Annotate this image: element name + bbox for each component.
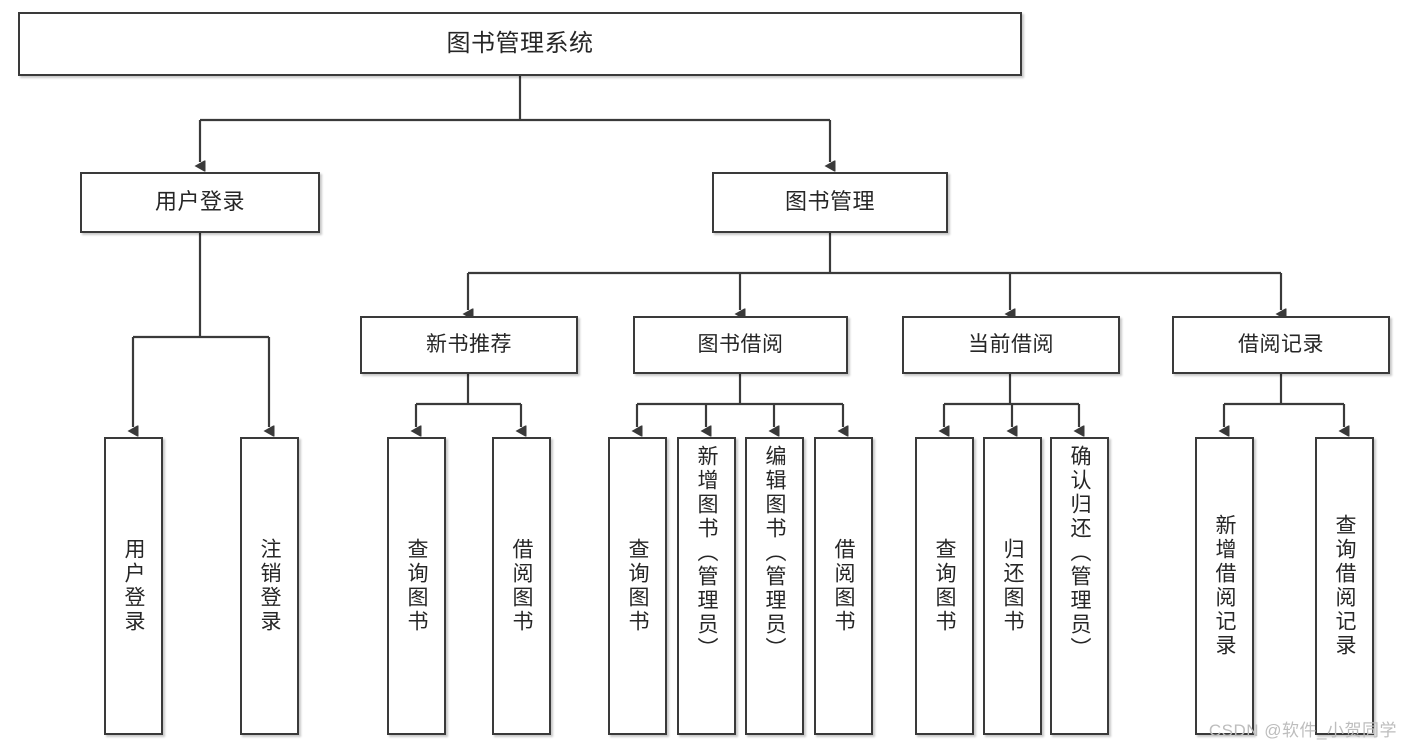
node-book-borrow[interactable]: 图书借阅 [633,316,848,374]
node-label: 查询图书 [626,538,649,634]
node-root-book-management-system[interactable]: 图书管理系统 [18,12,1022,76]
node-label: 新书推荐 [426,333,512,357]
node-leaf-user-logout[interactable]: 注销登录 [240,437,299,735]
node-label: 图书管理 [784,189,875,215]
node-label: 借阅记录 [1238,333,1324,357]
node-current-borrow[interactable]: 当前借阅 [902,316,1120,374]
node-label: 图书借阅 [697,333,784,357]
node-label: 查询图书 [933,538,956,634]
node-new-book-recommend[interactable]: 新书推荐 [360,316,578,374]
node-label: 用户登录 [122,538,145,634]
node-label: 新增图书（管理员） [695,445,718,661]
node-leaf-query-book-borrow[interactable]: 查询图书 [608,437,667,735]
node-user-login[interactable]: 用户登录 [80,172,320,233]
node-label: 借阅图书 [510,538,533,634]
node-label: 图书管理系统 [446,29,594,57]
node-label: 查询图书 [405,538,428,634]
node-label: 当前借阅 [968,333,1054,357]
node-borrow-record[interactable]: 借阅记录 [1172,316,1390,374]
node-book-management[interactable]: 图书管理 [712,172,948,233]
node-leaf-edit-book[interactable]: 编辑图书（管理员） [745,437,804,735]
node-label: 查询借阅记录 [1333,514,1356,658]
node-label: 编辑图书（管理员） [763,445,786,661]
node-label: 用户登录 [154,189,245,215]
node-leaf-return-book[interactable]: 归还图书 [983,437,1042,735]
node-leaf-add-book[interactable]: 新增图书（管理员） [677,437,736,735]
node-label: 确认归还（管理员） [1068,445,1091,661]
node-label: 注销登录 [258,538,281,634]
node-label: 借阅图书 [832,538,855,634]
node-leaf-query-borrow-record[interactable]: 查询借阅记录 [1315,437,1374,735]
node-leaf-query-book-recommend[interactable]: 查询图书 [387,437,446,735]
node-leaf-user-login[interactable]: 用户登录 [104,437,163,735]
node-leaf-add-borrow-record[interactable]: 新增借阅记录 [1195,437,1254,735]
node-label: 归还图书 [1001,538,1024,634]
node-leaf-query-book-current[interactable]: 查询图书 [915,437,974,735]
csdn-watermark: CSDN @软件_小贺同学 [1208,721,1397,740]
node-leaf-borrow-book-recommend[interactable]: 借阅图书 [492,437,551,735]
node-label: 新增借阅记录 [1213,514,1236,658]
node-leaf-confirm-return[interactable]: 确认归还（管理员） [1050,437,1109,735]
node-leaf-borrow-book[interactable]: 借阅图书 [814,437,873,735]
